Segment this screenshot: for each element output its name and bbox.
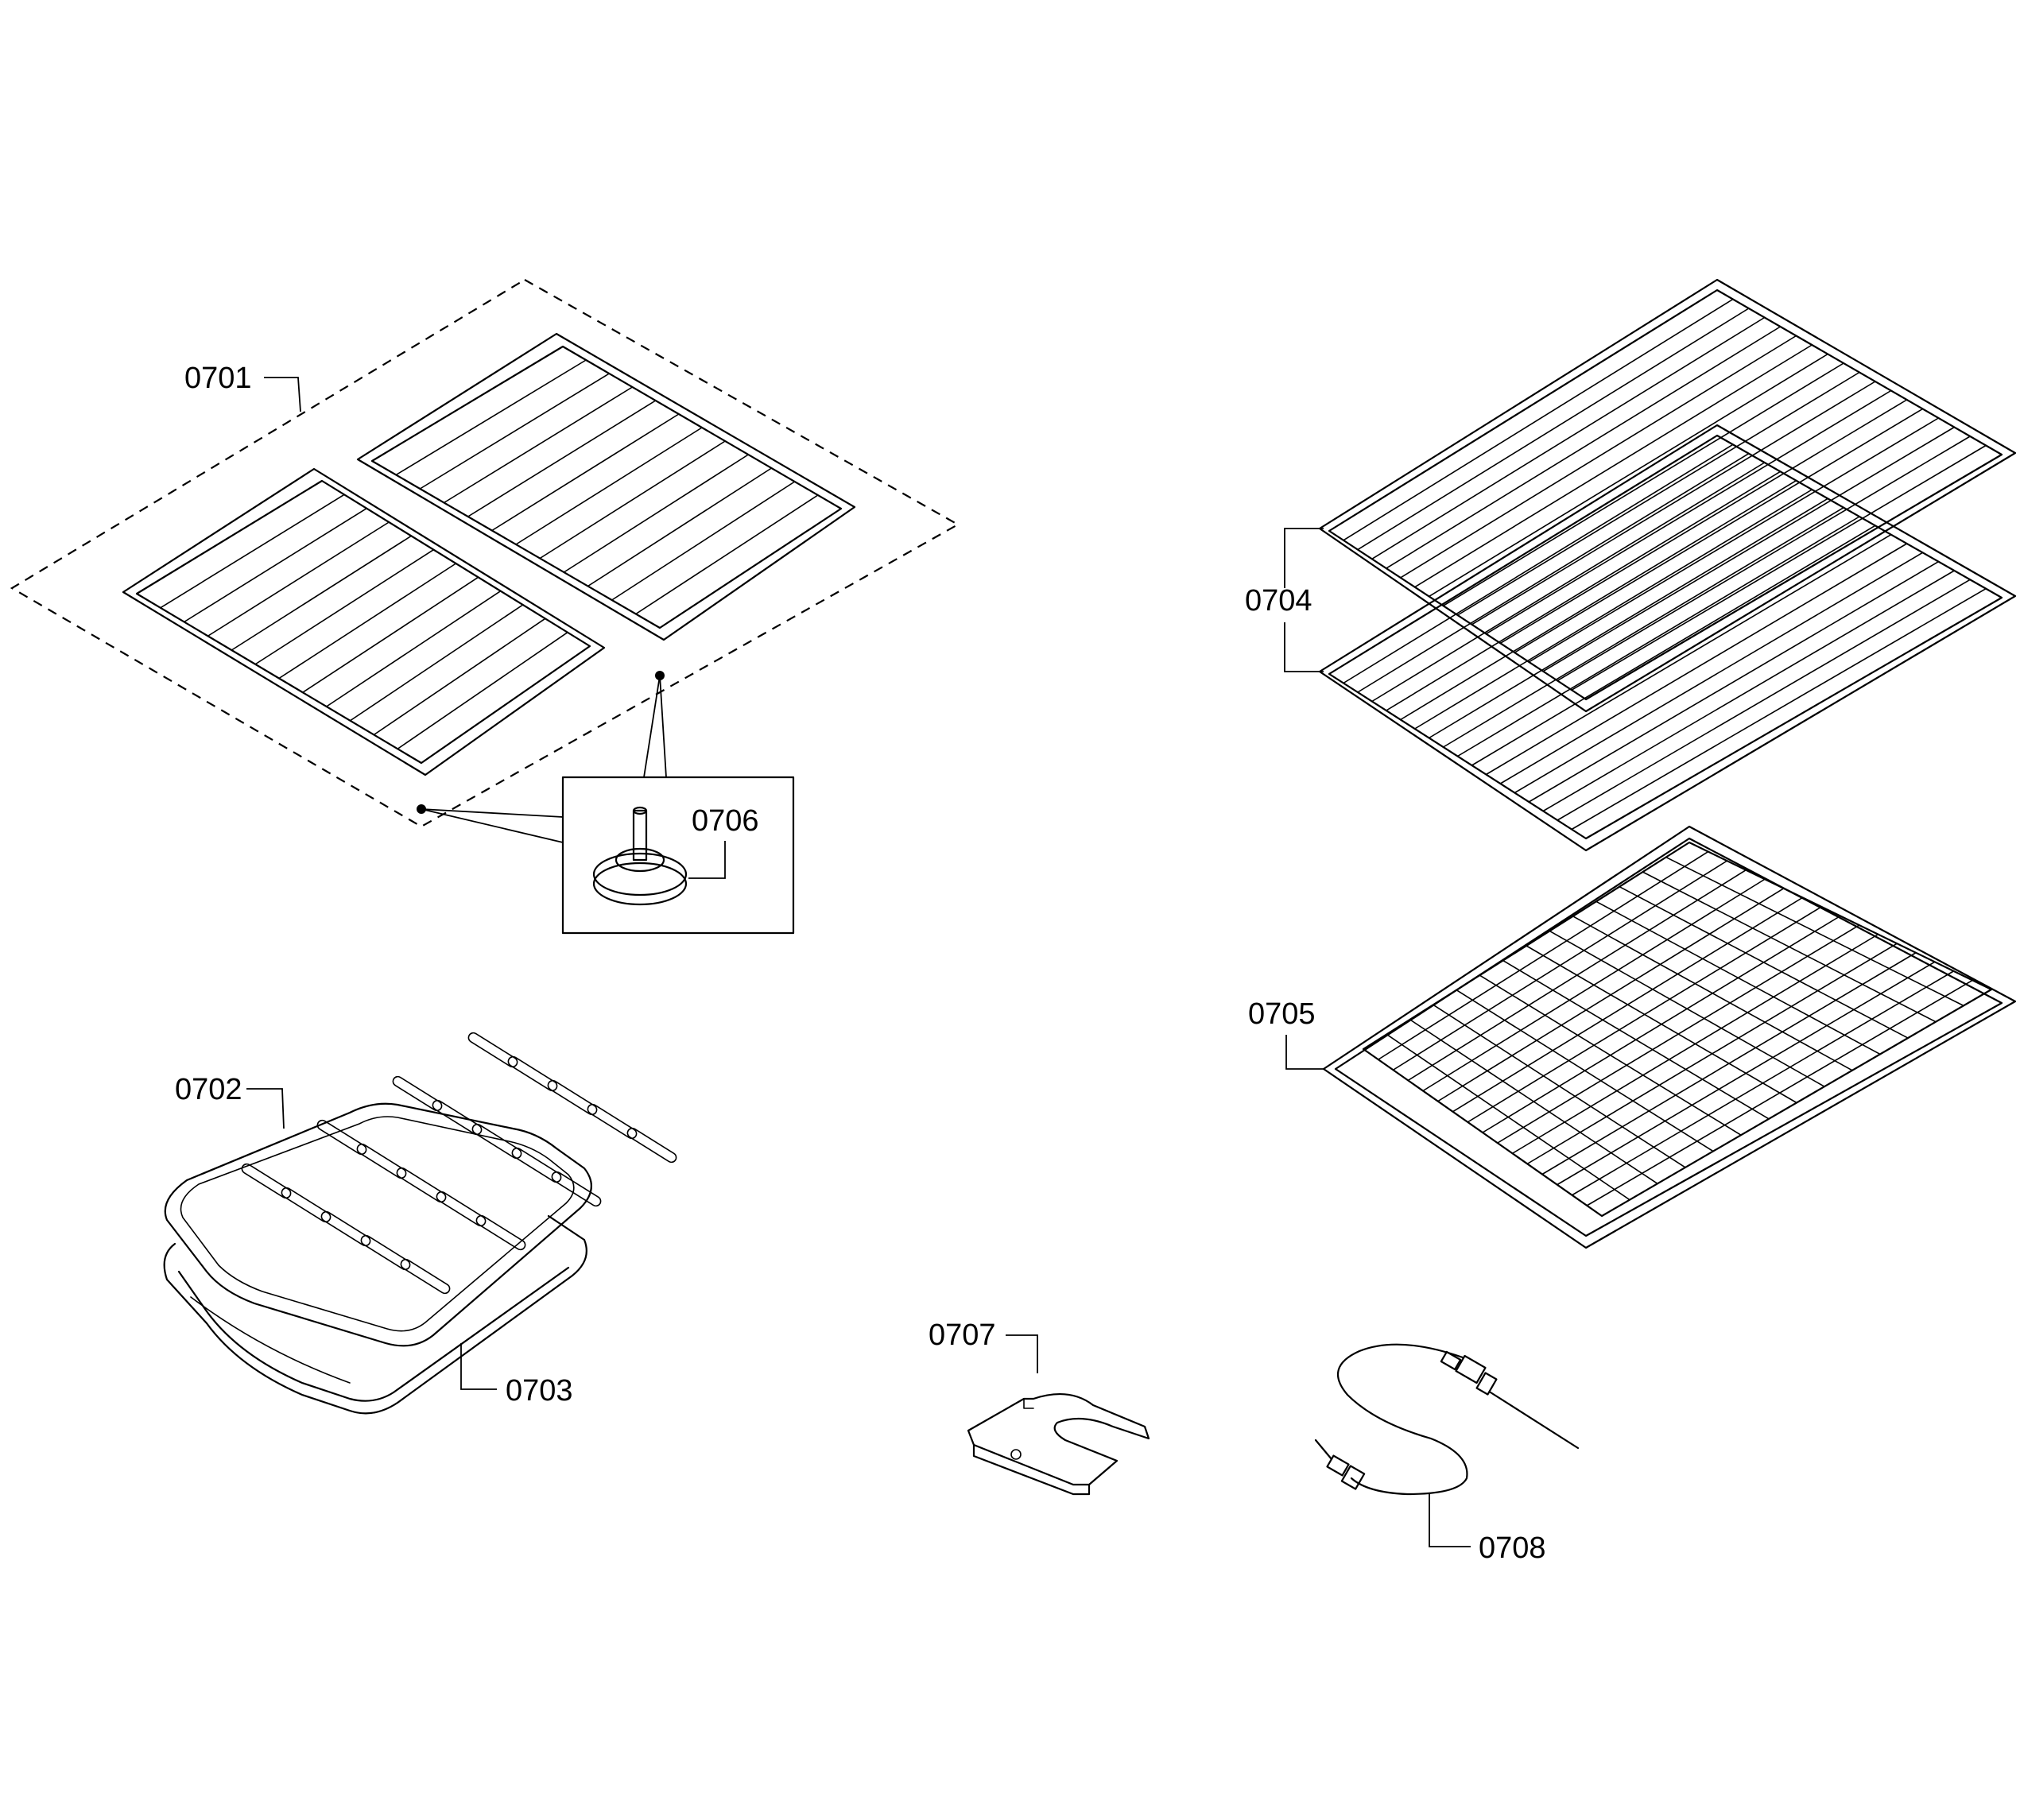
part-label-0706: 0706 [692,804,759,838]
callout-0702: 0702 [175,1073,285,1129]
callout-0707: 0707 [929,1319,1038,1373]
callout-0706: 0706 [688,804,759,879]
burner-grates [10,278,960,828]
callout-0708: 0708 [1429,1494,1546,1565]
oven-racks [1318,278,2017,852]
part-label-0701: 0701 [184,362,252,395]
broil-pan [163,1214,587,1415]
grate-foot-detail [421,675,795,935]
callout-0704: 0704 [1245,528,1324,672]
part-label-0703: 0703 [506,1374,573,1408]
part-label-0704: 0704 [1245,584,1312,618]
part-label-0702: 0702 [175,1073,242,1106]
telescopic-rack [1322,825,2017,1249]
probe-holder [967,1392,1150,1496]
meat-probe [1314,1343,1580,1496]
callout-0701: 0701 [184,362,301,412]
part-label-0707: 0707 [929,1319,996,1352]
broil-pan-grid [164,1032,677,1347]
callout-0703: 0703 [460,1343,573,1408]
part-label-0705: 0705 [1248,997,1316,1031]
part-label-0708: 0708 [1479,1532,1546,1565]
callout-0705: 0705 [1248,997,1324,1070]
